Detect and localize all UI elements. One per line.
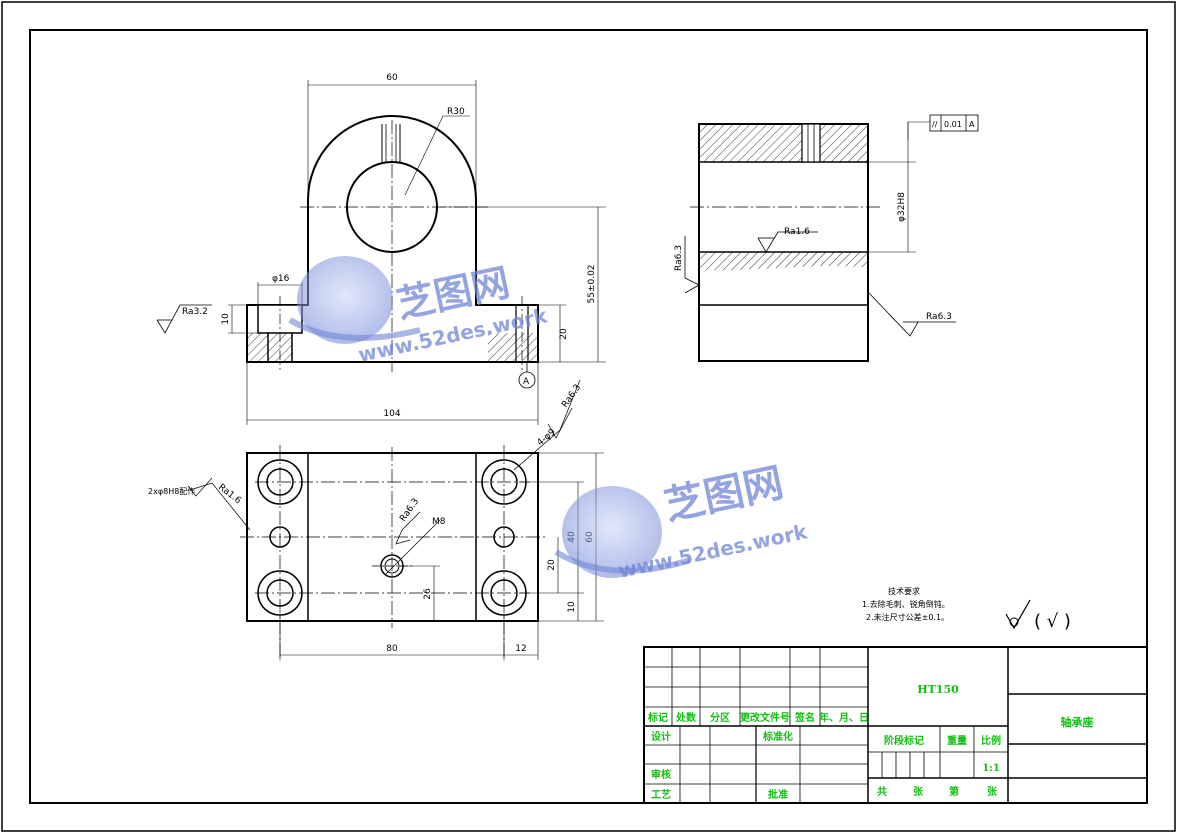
dim-cb-depth: 10 bbox=[221, 313, 231, 325]
label-review: 审核 bbox=[651, 768, 671, 781]
rev-header-zone: 分区 bbox=[710, 711, 730, 724]
sheets-total: 共 bbox=[877, 785, 887, 798]
label-weight: 重量 bbox=[947, 734, 967, 747]
dim-20: 20 bbox=[547, 559, 557, 571]
thread-label: M8 bbox=[432, 517, 446, 527]
roughness-side-left: Ra6.3 bbox=[674, 245, 684, 271]
dim-12: 12 bbox=[515, 644, 526, 654]
title-block bbox=[643, 646, 1148, 804]
dim-radius: R30 bbox=[447, 107, 465, 117]
rev-header-mark: 标记 bbox=[647, 711, 668, 724]
front-view bbox=[156, 80, 606, 425]
dim-26: 26 bbox=[423, 588, 433, 600]
inner-border bbox=[29, 29, 1148, 804]
tolerance-value: 0.01 bbox=[944, 120, 962, 129]
surface-symbol-text: ( √ ) bbox=[1034, 611, 1071, 632]
roughness-side-right: Ra6.3 bbox=[926, 312, 952, 322]
watermark-globe-icon-2 bbox=[562, 486, 662, 578]
sheets-unit: 张 bbox=[913, 785, 924, 798]
side-view-labels: φ32H8 Ra1.6 Ra6.3 Ra6.3 // 0.01 A bbox=[674, 120, 975, 322]
material: HT150 bbox=[917, 683, 959, 696]
rev-header-date: 年、月、日 bbox=[819, 711, 869, 724]
scale-value: 1:1 bbox=[982, 763, 1000, 774]
dim-top-width: 60 bbox=[386, 73, 398, 83]
label-design: 设计 bbox=[651, 730, 671, 743]
dim-overall-width: 104 bbox=[383, 409, 400, 419]
watermark-2: 芝图网 www.52des.work bbox=[554, 460, 810, 583]
rev-header-sign: 签名 bbox=[794, 711, 815, 724]
dim-corner-holes: 4-φ9 bbox=[536, 427, 558, 448]
roughness-corner: Ra6.3 bbox=[560, 383, 583, 410]
dim-base-height: 20 bbox=[559, 328, 569, 340]
tech-notes-line1: 1.去除毛刺、锐角倒钝。 bbox=[862, 599, 950, 609]
top-view bbox=[187, 379, 604, 660]
dim-counterbore: φ16 bbox=[272, 274, 290, 284]
sheet-unit2: 张 bbox=[987, 785, 998, 798]
datum-label: A bbox=[523, 377, 530, 387]
dim-80: 80 bbox=[386, 644, 398, 654]
tech-notes: 技术要求 1.去除毛刺、锐角倒钝。 2.未注尺寸公差±0.1。 bbox=[862, 586, 950, 622]
roughness-pin-holes: Ra1.6 bbox=[216, 482, 243, 506]
sheet-no: 第 bbox=[949, 785, 959, 798]
watermark-brand-2: 芝图网 bbox=[661, 460, 788, 530]
label-approve: 批准 bbox=[768, 788, 788, 801]
tech-notes-line2: 2.未注尺寸公差±0.1。 bbox=[866, 612, 949, 622]
label-scale: 比例 bbox=[981, 734, 1001, 747]
general-surface-symbol: ( √ ) bbox=[1005, 599, 1071, 632]
label-stage-mark: 阶段标记 bbox=[884, 734, 924, 747]
label-process: 工艺 bbox=[651, 788, 671, 801]
dim-10: 10 bbox=[567, 601, 577, 613]
title-block-text: HT150 轴承座 标记 处数 分区 更改文件号 签名 年、月、日 设计 标准化… bbox=[647, 683, 1094, 801]
dim-bore: φ32H8 bbox=[897, 192, 907, 222]
rev-header-count: 处数 bbox=[675, 711, 697, 724]
tolerance-datum: A bbox=[969, 120, 975, 129]
roughness-front-left: Ra3.2 bbox=[182, 307, 208, 317]
note-pin-holes: 2xφ8H8配作 bbox=[148, 486, 195, 496]
dim-height: 55±0.02 bbox=[587, 264, 597, 303]
front-view-labels: 60 R30 φ16 55±0.02 20 10 104 Ra3.2 A bbox=[182, 73, 597, 419]
roughness-bore: Ra1.6 bbox=[784, 227, 810, 237]
roughness-center: Ra6.3 bbox=[398, 497, 421, 524]
top-view-labels: 2xφ8H8配作 Ra1.6 Ra6.3 M8 Ra6.3 4-φ9 40 60… bbox=[148, 383, 595, 654]
tolerance-symbol: // bbox=[932, 120, 938, 129]
watermark-globe-icon bbox=[297, 256, 393, 344]
part-name: 轴承座 bbox=[1061, 715, 1094, 729]
side-view bbox=[684, 114, 979, 362]
rev-header-doc: 更改文件号 bbox=[740, 711, 790, 724]
label-standardize: 标准化 bbox=[762, 730, 793, 743]
tech-notes-title: 技术要求 bbox=[888, 586, 920, 596]
